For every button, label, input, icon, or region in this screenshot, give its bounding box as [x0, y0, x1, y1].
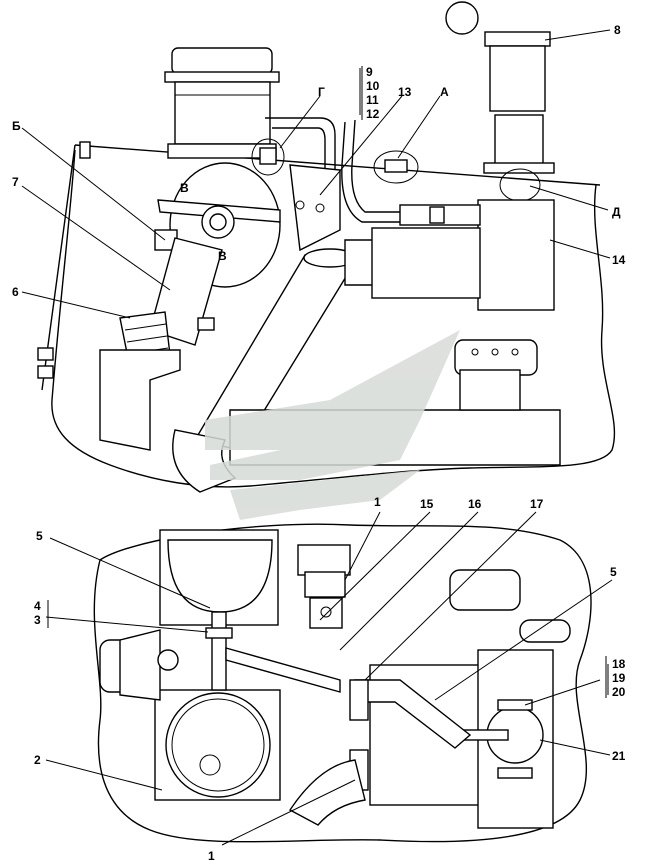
air-cleaner-body — [174, 81, 271, 145]
stack-lower — [494, 114, 544, 168]
air-filter-14 — [477, 199, 555, 311]
clamp-1-upper — [349, 679, 369, 721]
clamp-g — [259, 147, 277, 165]
starter-bellows — [119, 629, 161, 701]
label-1-bottom: 1 — [208, 849, 215, 863]
pulley-hub — [209, 213, 227, 231]
label-5-right: 5 — [610, 565, 617, 579]
label-v-upper: В — [180, 181, 189, 195]
filter-clamp-15 — [304, 571, 346, 598]
pipe-9-12 — [265, 117, 336, 170]
detail-g-circle — [251, 138, 285, 176]
engine-left — [99, 349, 181, 451]
label-18: 18 — [612, 657, 626, 671]
label-v-lower: В — [218, 249, 227, 263]
label-13: 13 — [398, 85, 412, 99]
label-g: Г — [318, 85, 325, 99]
fitting-3-4 — [205, 627, 233, 639]
stack-flange — [483, 162, 555, 174]
label-14: 14 — [612, 253, 626, 267]
stack-clamp-8 — [484, 31, 551, 47]
label-21: 21 — [612, 749, 626, 763]
label-19: 19 — [612, 671, 626, 685]
label-b-cyr: Б — [12, 119, 21, 133]
label-5-left: 5 — [36, 529, 43, 543]
label-11: 11 — [366, 93, 379, 107]
label-12: 12 — [366, 107, 380, 121]
clamp-bolt-18-20 — [497, 699, 533, 711]
filter-housing — [371, 227, 481, 299]
lower-tank-2 — [165, 692, 271, 798]
label-1-top: 1 — [374, 495, 381, 509]
hose-fitting — [197, 317, 215, 331]
label-a: А — [440, 85, 449, 99]
label-17: 17 — [530, 497, 544, 511]
precleaner-cap — [445, 1, 479, 35]
air-cleaner-cap — [171, 47, 273, 75]
label-d: Д — [612, 205, 621, 219]
duct-coupler — [344, 239, 376, 286]
right-cover — [449, 569, 521, 611]
lower-hose — [288, 759, 366, 826]
stack-upper — [489, 45, 546, 112]
frame-block-2 — [37, 365, 54, 379]
label-4: 4 — [34, 599, 41, 613]
label-8: 8 — [614, 23, 621, 37]
connector-pipe — [211, 611, 227, 691]
frame-line — [74, 144, 601, 186]
label-15: 15 — [420, 497, 434, 511]
air-cleaner-rim — [164, 71, 280, 83]
frame-block — [37, 347, 54, 361]
label-10: 10 — [366, 79, 380, 93]
crossover-pipe — [225, 647, 341, 693]
right-pipe — [519, 619, 571, 643]
upper-outline — [51, 149, 616, 488]
intake-pipe-7 — [149, 237, 223, 346]
label-6: 6 — [12, 285, 19, 299]
labels: Б 7 6 8 9 10 11 12 13 Г А В В Д 14 1 15 … — [12, 23, 626, 863]
starter-cap — [157, 649, 179, 671]
label-20: 20 — [612, 685, 626, 699]
label-3: 3 — [34, 613, 41, 627]
watermark-logo — [205, 330, 460, 520]
label-16: 16 — [468, 497, 482, 511]
detail-d-circle — [499, 168, 541, 202]
valve-body — [459, 369, 521, 411]
lower-view — [93, 523, 592, 843]
clamp-bolt-lower — [497, 767, 533, 779]
frame-bracket — [79, 141, 91, 159]
lower-outline — [93, 523, 592, 843]
clamp-a — [384, 159, 408, 173]
filter-head — [297, 544, 351, 576]
pipe-13 — [351, 119, 400, 213]
label-7: 7 — [12, 175, 19, 189]
detail-a-circle — [373, 150, 419, 184]
label-2: 2 — [34, 753, 41, 767]
leader-lines — [21, 29, 613, 846]
label-9: 9 — [366, 65, 373, 79]
